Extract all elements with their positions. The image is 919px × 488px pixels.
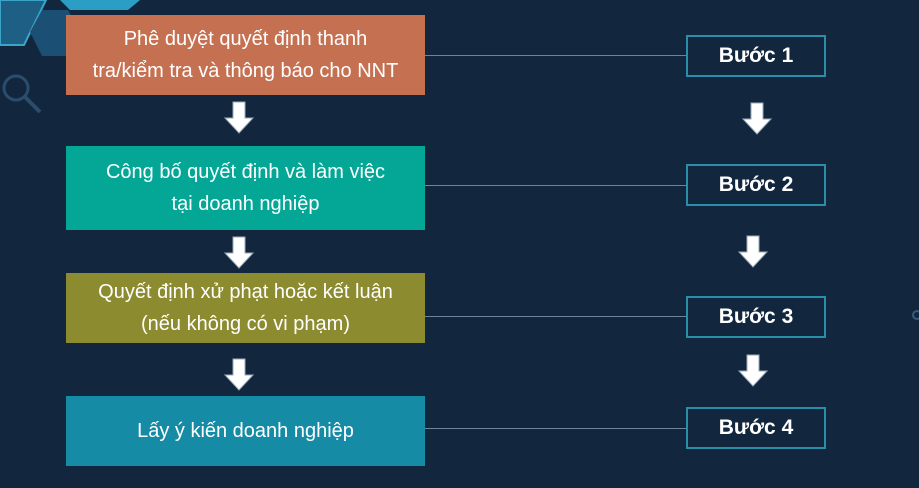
box-1-line-2: tra/kiểm tra và thông báo cho NNT bbox=[92, 60, 399, 82]
connector-2 bbox=[425, 185, 686, 186]
process-box-3: Quyết định xử phạt hoặc kết luận (nếu khô… bbox=[66, 273, 425, 343]
box-1-line-1: Phê duyệt quyết định thanh bbox=[123, 28, 368, 50]
connector-1 bbox=[425, 55, 686, 56]
step-label-3: Bước 3 bbox=[686, 296, 826, 338]
down-arrow-icon bbox=[737, 235, 769, 268]
magnifier-icon bbox=[2, 74, 42, 114]
down-arrow-icon bbox=[737, 354, 769, 387]
down-arrow-icon bbox=[741, 102, 773, 135]
step-label-4: Bước 4 bbox=[686, 407, 826, 449]
box-2-line-1: Công bố quyết định và làm việc bbox=[105, 161, 386, 183]
box-3-line-2: (nếu không có vi phạm) bbox=[140, 313, 350, 335]
box-2-line-2: tại doanh nghiệp bbox=[171, 193, 320, 215]
step-label-2: Bước 2 bbox=[686, 164, 826, 206]
step-label-1: Bước 1 bbox=[686, 35, 826, 77]
process-box-4: Lấy ý kiến doanh nghiệp bbox=[66, 396, 425, 466]
connector-3 bbox=[425, 316, 686, 317]
down-arrow-icon bbox=[223, 236, 255, 269]
process-box-1: Phê duyệt quyết định thanh tra/kiểm tra v… bbox=[66, 15, 425, 95]
down-arrow-icon bbox=[223, 358, 255, 391]
down-arrow-icon bbox=[223, 101, 255, 134]
decorative-dot bbox=[912, 310, 919, 320]
box-3-line-1: Quyết định xử phạt hoặc kết luận bbox=[98, 281, 393, 303]
connector-4 bbox=[425, 428, 686, 429]
box-4-line-1: Lấy ý kiến doanh nghiệp bbox=[137, 420, 354, 442]
process-box-2: Công bố quyết định và làm việc tại doanh … bbox=[66, 146, 425, 230]
